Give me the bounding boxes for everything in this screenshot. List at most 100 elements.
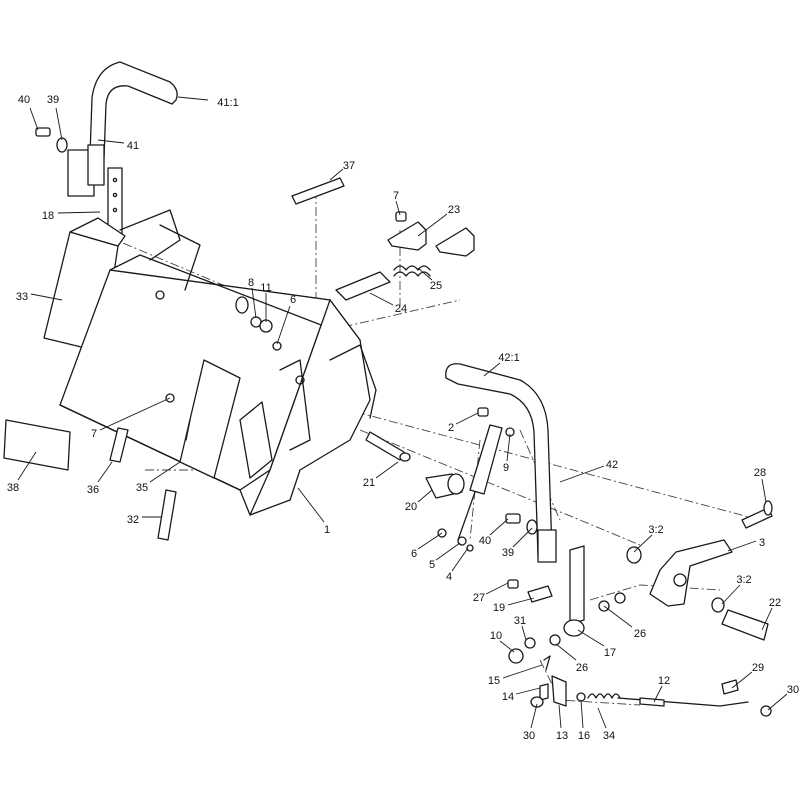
callout-c-10: 10 [490, 630, 502, 642]
pivot-arm-3 [626, 539, 733, 607]
callout-c-7a: 7 [393, 190, 399, 202]
leader-line-c-28 [761, 478, 767, 503]
callout-c-30a: 30 [787, 684, 799, 696]
leader-line-c-8 [251, 287, 257, 319]
callout-c-40a: 40 [18, 94, 30, 106]
leader-line-c-16 [580, 699, 584, 729]
leader-line-c-35 [149, 461, 181, 483]
callout-c-14: 14 [502, 691, 514, 703]
leader-line-c-21 [375, 461, 399, 479]
decal-32 [157, 489, 177, 541]
callout-c-16: 16 [578, 730, 590, 742]
callout-c-5: 5 [429, 559, 435, 571]
leader-line-c-3-2b [721, 584, 741, 605]
hardware-8-11-6 [165, 296, 282, 403]
callout-c-19: 19 [493, 602, 505, 614]
control-lever-upper [67, 61, 178, 239]
lever-arm-17 [563, 545, 585, 637]
leader-line-c-27 [485, 582, 509, 595]
callout-c-34: 34 [603, 730, 615, 742]
control-lever-lower [445, 363, 557, 563]
callout-c-26a: 26 [634, 628, 646, 640]
leader-line-c-42-1 [483, 362, 501, 377]
decal-38 [3, 419, 71, 471]
leader-line-c-14 [515, 687, 541, 695]
leader-line-c-24 [369, 292, 394, 306]
leader-line-c-40b [489, 518, 509, 536]
callout-c-37: 37 [343, 160, 355, 172]
callout-leaders [17, 96, 788, 729]
callout-c-25: 25 [430, 280, 442, 292]
callout-c-12: 12 [658, 675, 670, 687]
leader-line-c-41 [97, 139, 125, 144]
leader-line-c-31 [521, 625, 527, 641]
leader-line-c-20 [417, 489, 433, 503]
pin-28 [741, 500, 773, 529]
callout-c-41-1a: 41:1 [217, 97, 238, 109]
callout-c-30b: 30 [523, 730, 535, 742]
leader-line-c-25 [417, 267, 433, 281]
leader-line-c-22 [761, 607, 773, 631]
callout-c-27: 27 [473, 592, 485, 604]
callout-c-21: 21 [363, 477, 375, 489]
callout-c-9: 9 [503, 462, 509, 474]
leader-line-c-19 [507, 597, 535, 606]
shock-absorber [437, 407, 515, 552]
leader-line-c-17 [577, 629, 605, 647]
leader-line-c-29 [731, 671, 753, 689]
leader-line-c-7a [395, 200, 401, 216]
leader-line-c-6a [276, 305, 291, 345]
callout-c-6b: 6 [411, 548, 417, 560]
callout-c-35: 35 [136, 482, 148, 494]
leader-line-c-9 [506, 433, 511, 462]
leader-line-c-13 [558, 704, 562, 729]
leader-line-c-26a [603, 605, 633, 628]
leader-line-c-1 [297, 487, 325, 523]
callout-c-13: 13 [556, 730, 568, 742]
leader-line-c-30b [530, 703, 538, 729]
callout-c-6a: 6 [290, 294, 296, 306]
callout-c-7b: 7 [91, 428, 97, 440]
callout-c-23: 23 [448, 204, 460, 216]
bushing-22 [711, 597, 769, 641]
callout-c-36: 36 [87, 484, 99, 496]
leader-line-c-34 [597, 707, 607, 729]
pin-21 [365, 431, 411, 462]
bolt-40-upper [35, 127, 68, 153]
callout-c-31: 31 [514, 615, 526, 627]
callout-c-3: 3 [759, 537, 765, 549]
callout-c-32: 32 [127, 514, 139, 526]
callout-c-18: 18 [42, 210, 54, 222]
leader-line-c-10 [499, 640, 515, 653]
leader-line-c-15 [502, 664, 543, 679]
leader-line-c-5 [435, 542, 461, 561]
callout-c-33: 33 [16, 291, 28, 303]
callout-c-39b: 39 [502, 547, 514, 559]
leader-line-c-12 [653, 685, 663, 703]
leader-line-c-40a [29, 107, 39, 131]
leader-line-c-30a [767, 693, 788, 711]
callout-c-22: 22 [769, 597, 781, 609]
callout-c-29: 29 [752, 662, 764, 674]
callout-c-2: 2 [448, 422, 454, 434]
bracket-23 [387, 211, 475, 257]
callout-c-41: 41 [127, 140, 139, 152]
washers-26 [549, 592, 626, 646]
callout-c-17: 17 [604, 647, 616, 659]
callout-c-39a: 39 [47, 94, 59, 106]
callout-c-1: 1 [324, 524, 330, 536]
leader-line-c-23 [417, 213, 448, 237]
callout-c-20: 20 [405, 501, 417, 513]
leader-line-c-39a [55, 107, 63, 141]
decal-36 [109, 427, 129, 463]
callout-c-24: 24 [395, 303, 407, 315]
callout-c-26b: 26 [576, 662, 588, 674]
bushing-20 [425, 473, 465, 499]
callout-c-28: 28 [754, 467, 766, 479]
leader-line-c-4 [451, 547, 469, 572]
callout-c-8: 8 [248, 277, 254, 289]
callout-c-42-1: 42:1 [498, 352, 519, 364]
callout-c-42: 42 [606, 459, 618, 471]
